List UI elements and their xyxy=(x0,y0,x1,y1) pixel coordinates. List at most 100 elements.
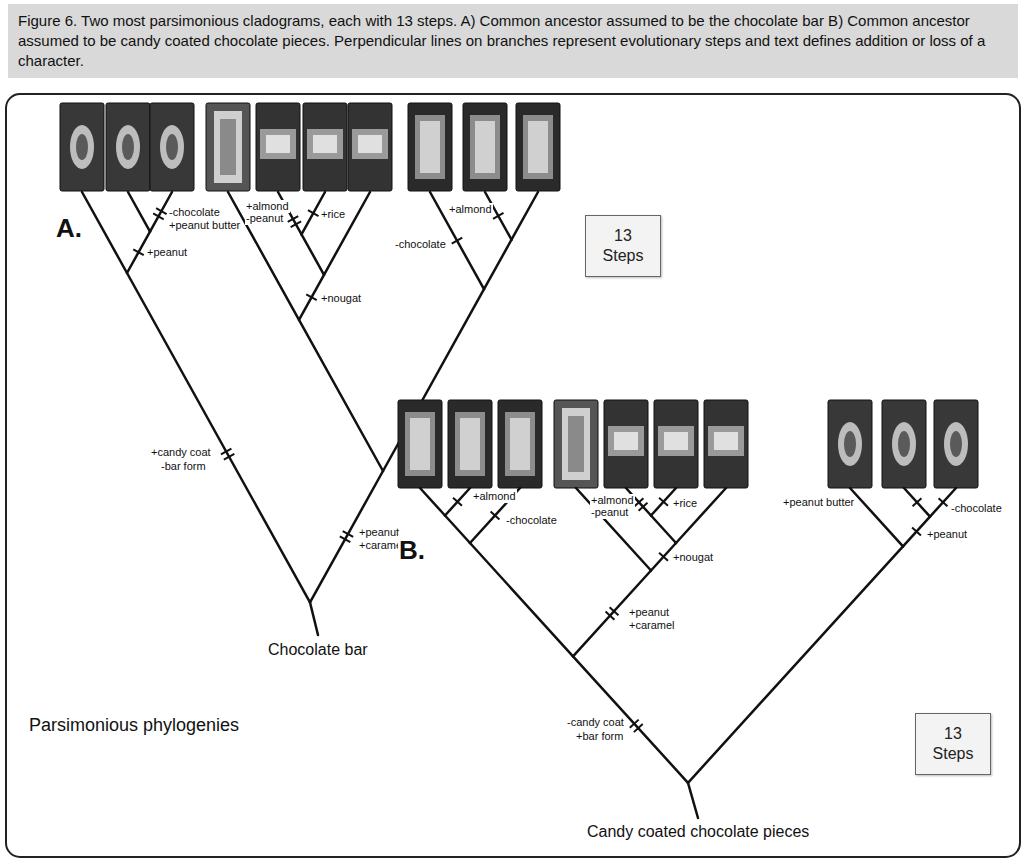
candy-wrapper xyxy=(882,400,926,488)
character-change: +almond xyxy=(448,203,493,216)
wrapper-band xyxy=(528,121,548,173)
character-change: +peanut xyxy=(926,528,968,541)
candy-wrapper xyxy=(106,103,150,191)
step-count-group: 13 Steps xyxy=(926,724,980,764)
figure-frame xyxy=(6,94,1020,857)
candy-wrapper xyxy=(206,103,250,191)
character-change: -chocolate xyxy=(505,514,558,527)
character-change: +caramel xyxy=(628,619,676,632)
character-change: +peanut xyxy=(146,246,188,259)
branch-line xyxy=(228,192,299,320)
candy-wrapper xyxy=(448,400,492,488)
character-change: +peanut xyxy=(628,606,670,619)
wrapper-band xyxy=(455,412,485,476)
step-tick xyxy=(493,213,503,219)
wrapper-band xyxy=(410,418,430,470)
candy-wrapper xyxy=(348,103,392,191)
step-tick xyxy=(639,503,648,511)
wrapper-band xyxy=(352,129,388,159)
step-tick xyxy=(153,213,163,219)
wrapper-band xyxy=(714,432,738,450)
step-tick xyxy=(491,511,500,519)
wrapper-band xyxy=(614,432,638,450)
step-tick xyxy=(939,498,948,506)
wrapper-band xyxy=(505,412,535,476)
step-tick xyxy=(340,536,350,542)
step-count-box: 13 Steps xyxy=(915,713,991,775)
step-tick xyxy=(635,498,644,506)
wrapper-band xyxy=(220,119,236,175)
wrapper-band xyxy=(608,426,644,456)
step-tick xyxy=(156,208,166,214)
wrapper-logo xyxy=(838,422,862,466)
branch-line xyxy=(576,488,651,571)
candy-wrapper xyxy=(256,103,300,191)
step-tick xyxy=(610,607,619,615)
branch-line xyxy=(484,240,512,290)
figure-caption: Figure 6. Two most parsimonious cladogra… xyxy=(8,4,1018,78)
step-tick xyxy=(306,294,316,300)
branch-line xyxy=(324,192,370,275)
wrapper-band xyxy=(405,412,435,476)
candy-wrapper xyxy=(303,103,347,191)
candy-wrapper xyxy=(408,103,452,191)
step-tick xyxy=(913,498,922,506)
candy-wrapper xyxy=(398,400,442,488)
candy-wrapper xyxy=(604,400,648,488)
panel-letter: B. xyxy=(398,535,426,566)
character-change: +rice xyxy=(672,497,698,510)
branch-line xyxy=(82,192,127,273)
wrapper-band xyxy=(260,129,296,159)
candy-wrapper xyxy=(654,400,698,488)
candy-wrapper xyxy=(554,400,598,488)
step-tick xyxy=(224,454,234,460)
wrapper-band xyxy=(415,115,445,179)
character-change: +almond xyxy=(472,490,517,503)
branch-line xyxy=(127,273,310,602)
step-tick xyxy=(659,498,668,506)
branch-line xyxy=(904,488,930,517)
step-tick xyxy=(630,720,639,728)
candy-wrapper xyxy=(704,400,748,488)
step-count-group: 13 Steps xyxy=(596,226,650,266)
character-change: -peanut xyxy=(245,212,284,225)
wrapper-logo xyxy=(166,134,178,160)
character-change: +peanut butter xyxy=(782,496,855,509)
step-count-text: 13 Steps xyxy=(596,226,650,266)
wrapper-band xyxy=(470,115,500,179)
character-change: +peanut butter xyxy=(168,219,241,232)
step-tick xyxy=(288,216,298,222)
ancestor-label: Candy coated chocolate pieces xyxy=(586,822,810,841)
step-tick xyxy=(343,531,353,537)
character-change: -bar form xyxy=(160,460,207,473)
branch-line xyxy=(688,546,903,783)
ancestor-label: Chocolate bar xyxy=(267,640,369,659)
wrapper-logo xyxy=(122,134,134,160)
wrapper-logo xyxy=(950,431,962,457)
character-change: +candy coat xyxy=(150,446,212,459)
wrapper-logo xyxy=(116,125,140,169)
branch-line xyxy=(850,488,903,546)
character-change: -chocolate xyxy=(950,502,1003,515)
step-tick xyxy=(291,221,301,227)
character-change: +nougat xyxy=(672,551,714,564)
wrapper-band xyxy=(562,408,590,480)
wrapper-logo xyxy=(160,125,184,169)
wrapper-band xyxy=(568,416,584,472)
wrapper-band xyxy=(358,135,382,153)
branch-line xyxy=(470,543,573,656)
candy-wrapper xyxy=(463,103,507,191)
branch-line xyxy=(651,516,676,544)
wrapper-band xyxy=(664,432,688,450)
wrapper-band xyxy=(420,121,440,173)
character-change: -peanut xyxy=(590,506,629,519)
panel-letter: A. xyxy=(55,213,83,244)
branch-line xyxy=(128,192,150,232)
branch-line xyxy=(445,488,470,516)
wrapper-logo xyxy=(892,422,916,466)
wrapper-band xyxy=(313,135,337,153)
step-count-text: 13 Steps xyxy=(926,724,980,764)
wrapper-logo xyxy=(70,125,94,169)
character-change: -candy coat xyxy=(566,716,625,729)
wrapper-logo xyxy=(944,422,968,466)
